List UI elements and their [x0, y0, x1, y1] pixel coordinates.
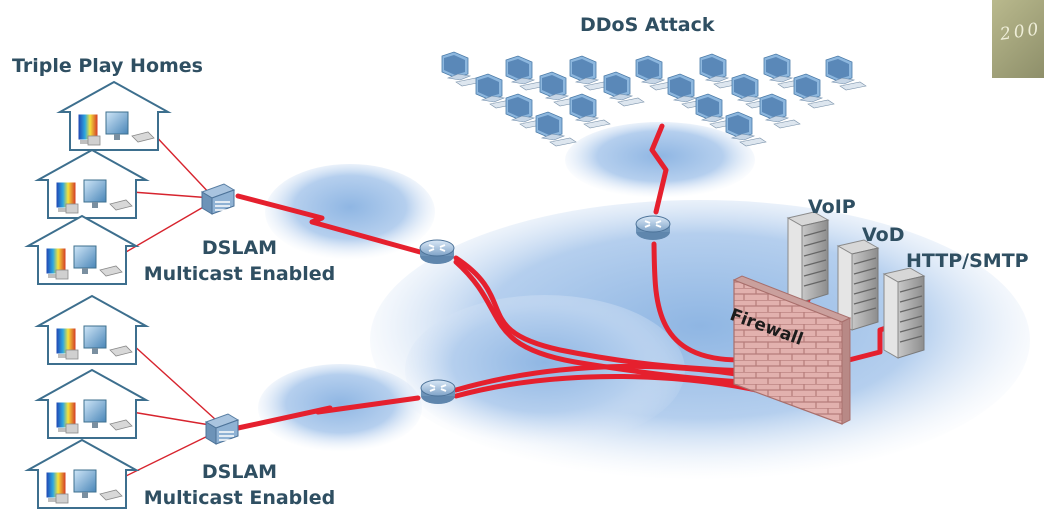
dslam-bottom-icon	[205, 413, 239, 445]
dslam-top-title: DSLAM	[201, 237, 278, 259]
attacker-computer-icon	[759, 93, 801, 129]
link-top-router-firewall-b	[453, 259, 789, 387]
link-ddos-router-firewall	[651, 241, 743, 363]
router-ddos-icon	[635, 215, 671, 241]
dslam-top-icon	[201, 183, 235, 215]
link-dslam-top-router	[235, 193, 423, 255]
link-ddos-router	[649, 123, 669, 215]
dslam-bottom-label: DSLAM Multicast Enabled	[132, 459, 347, 511]
house-icon	[37, 369, 147, 439]
link-dslam-bottom-router	[235, 395, 421, 431]
corner-badge-text: 200	[998, 19, 1043, 45]
homes-label: Triple Play Homes	[12, 55, 203, 77]
firewall-icon	[732, 275, 852, 425]
dslam-top-subtitle: Multicast Enabled	[143, 263, 336, 285]
home-links	[125, 129, 217, 477]
router-bottom-icon	[420, 379, 456, 405]
vod-label: VoD	[862, 224, 905, 246]
house-icon	[59, 81, 169, 151]
house-icon	[27, 439, 137, 509]
attacker-computer-icon	[569, 93, 611, 129]
attacker-computer-icon	[535, 111, 577, 147]
ddos-label: DDoS Attack	[580, 14, 715, 36]
attacker-computer-icon	[793, 73, 835, 109]
dslam-bottom-subtitle: Multicast Enabled	[143, 487, 336, 509]
house-icon	[37, 295, 147, 365]
attacker-computer-icon	[825, 55, 867, 91]
access-cloud-top	[265, 164, 435, 260]
dslam-top-label: DSLAM Multicast Enabled	[132, 235, 347, 287]
http-smtp-server-icon	[883, 267, 925, 359]
voip-label: VoIP	[808, 196, 856, 218]
corner-badge: 200	[992, 0, 1044, 78]
voip-server-icon	[787, 211, 829, 303]
house-icon	[27, 215, 137, 285]
http-smtp-label: HTTP/SMTP	[906, 250, 1029, 272]
house-icon	[37, 149, 147, 219]
router-top-icon	[419, 239, 455, 265]
dslam-bottom-title: DSLAM	[201, 461, 278, 483]
